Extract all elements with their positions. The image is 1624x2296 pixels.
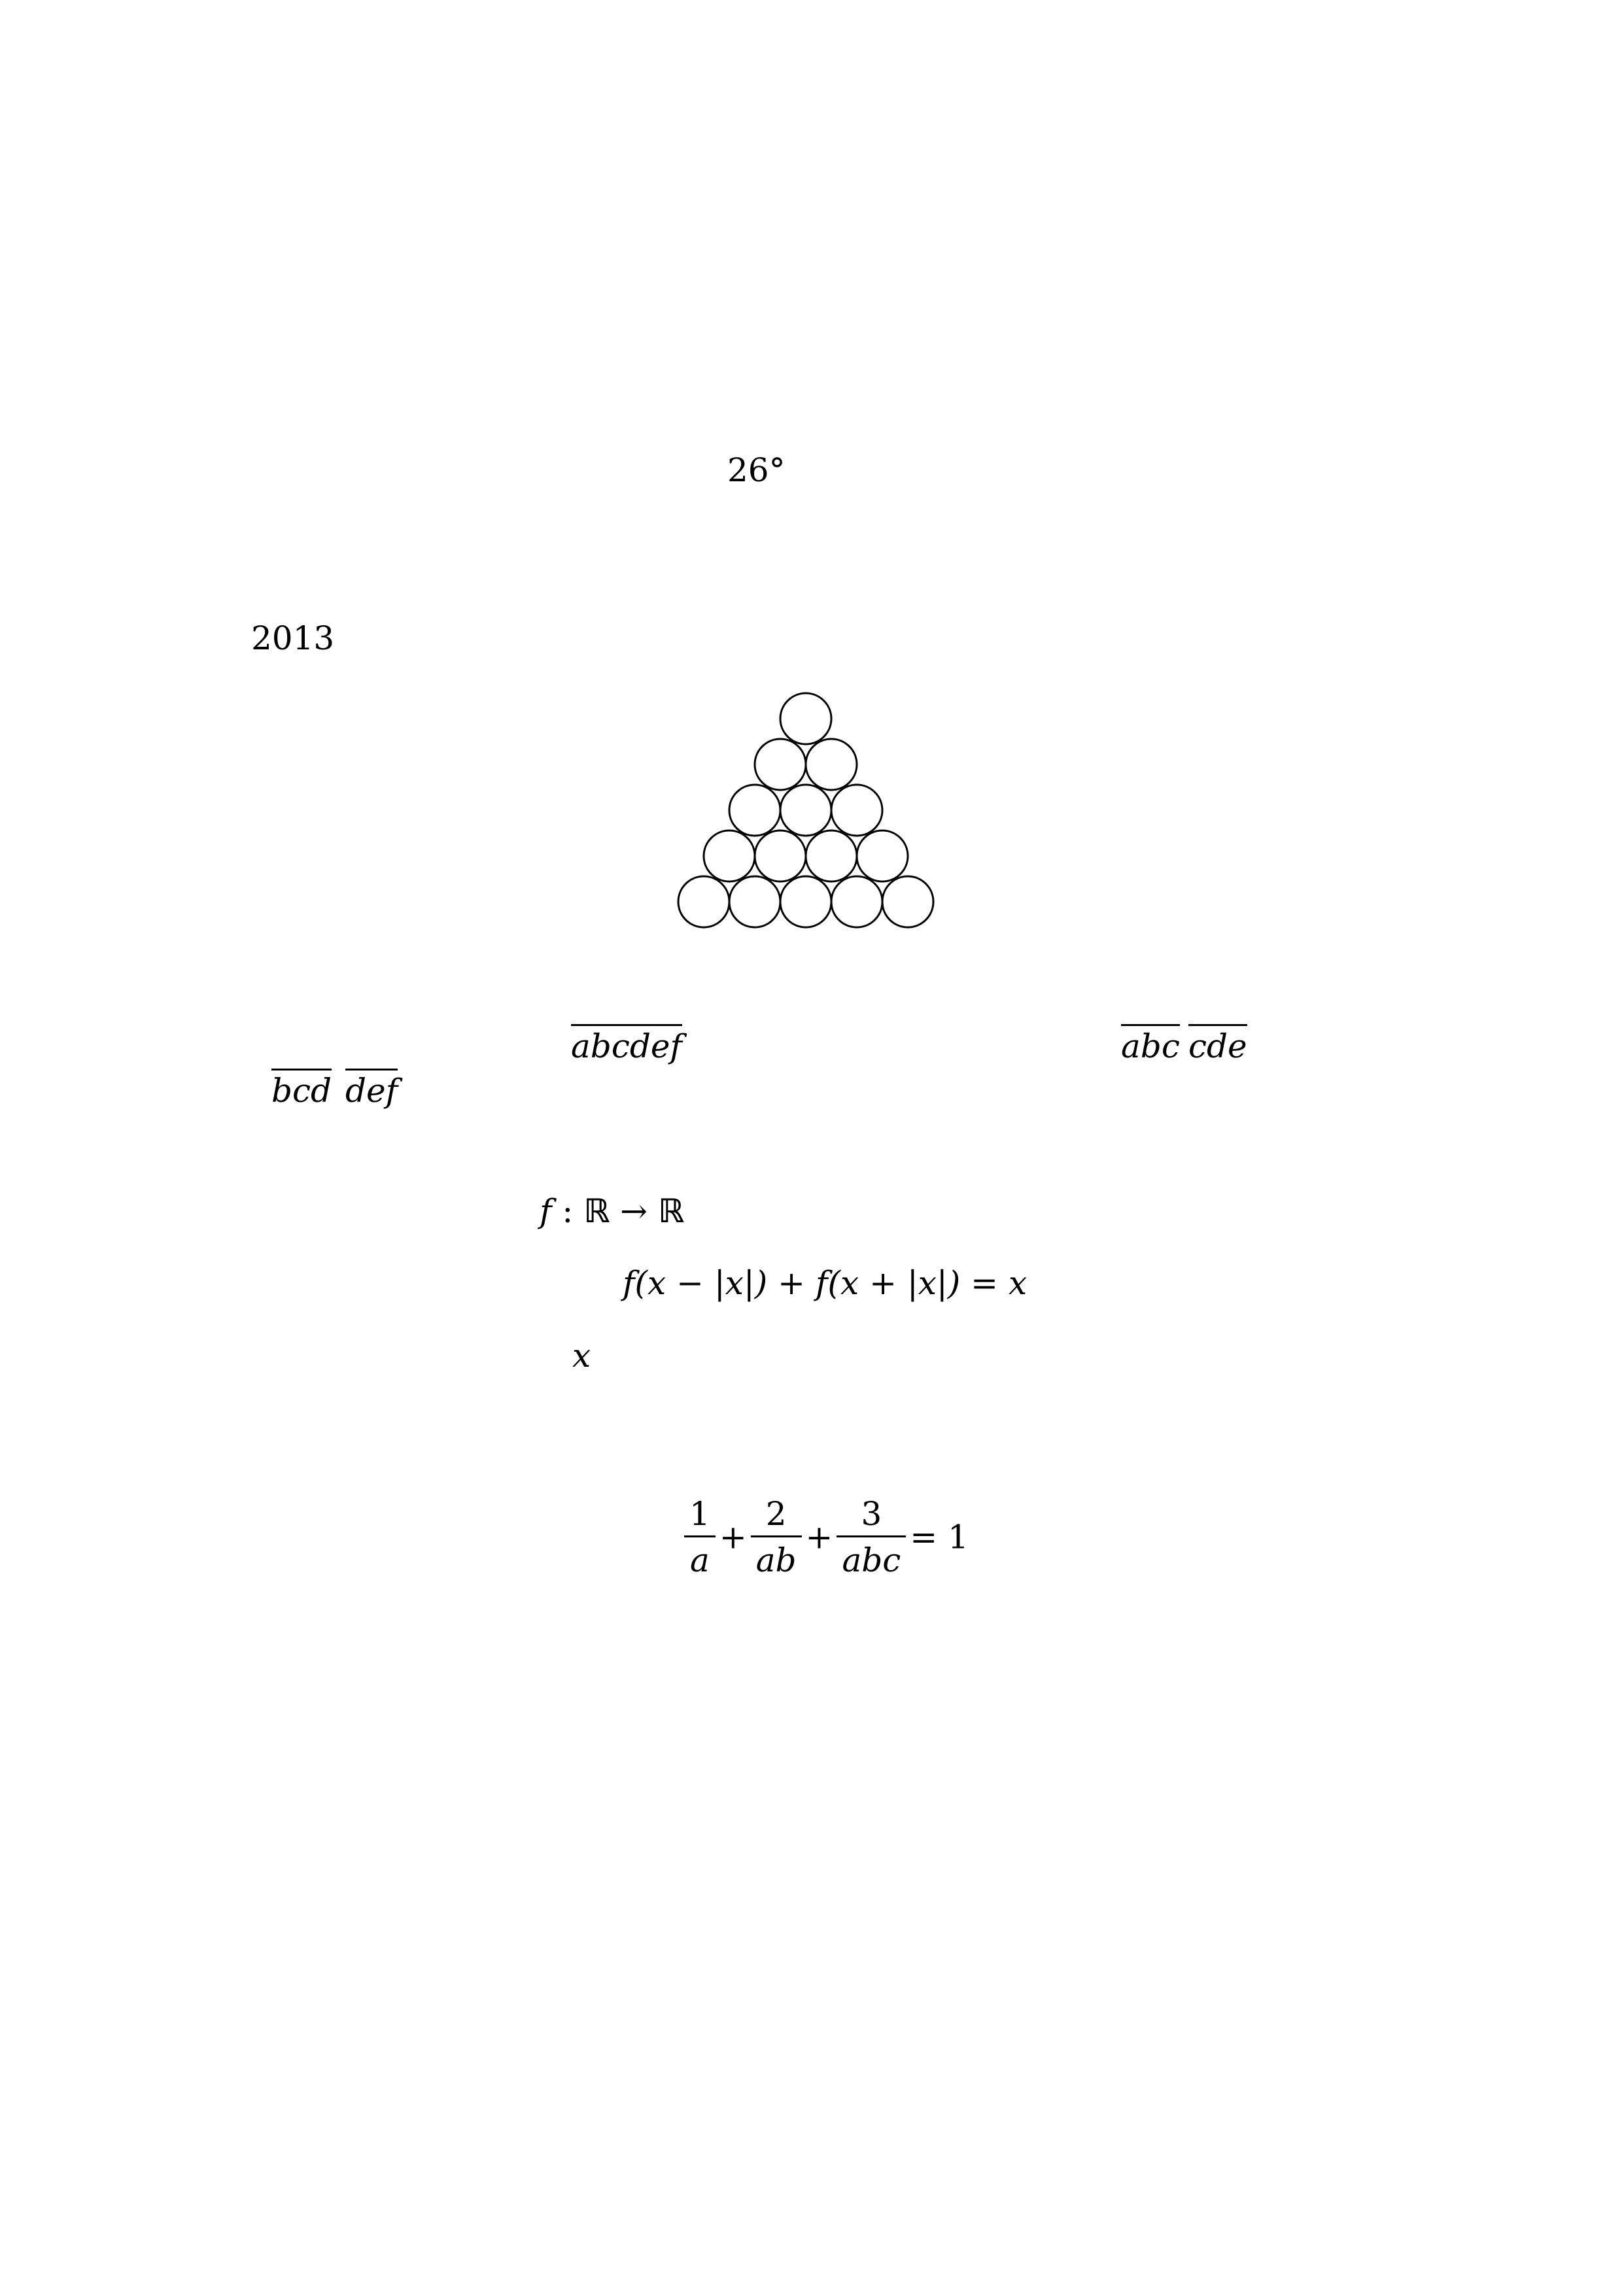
number-bcd: bcd [271,1069,332,1107]
circle [728,783,782,837]
circle [728,875,782,929]
year-label: 2013 [251,619,335,657]
circle [830,783,884,837]
circle [702,829,756,883]
fraction-3: 3 abc [837,1498,907,1577]
circle [779,875,833,929]
equation-rhs: = 1 [910,1518,969,1556]
circle [830,875,884,929]
circle [804,829,858,883]
fraction-1: 1 a [684,1498,716,1577]
fraction-equation: 1 a + 2 ab + 3 abc = 1 [680,1498,969,1577]
number-abc: abc [1121,1024,1180,1063]
number-cde: cde [1188,1024,1247,1063]
number-def: def [345,1069,398,1107]
circle [753,829,807,883]
circle [779,692,833,745]
circle [753,738,807,791]
page-title: 26° [727,451,786,489]
circle [804,738,858,791]
circle [855,829,909,883]
circle [881,875,935,929]
number-abcdef: abcdef [571,1024,682,1063]
fraction-2: 2 ab [750,1498,802,1577]
variable-x: x [572,1337,591,1375]
circle [779,783,833,837]
functional-equation: f(x − |x|) + f(x + |x|) = x [623,1264,1028,1302]
function-mapping: f : ℝ → ℝ [540,1192,685,1230]
circle [677,875,731,929]
